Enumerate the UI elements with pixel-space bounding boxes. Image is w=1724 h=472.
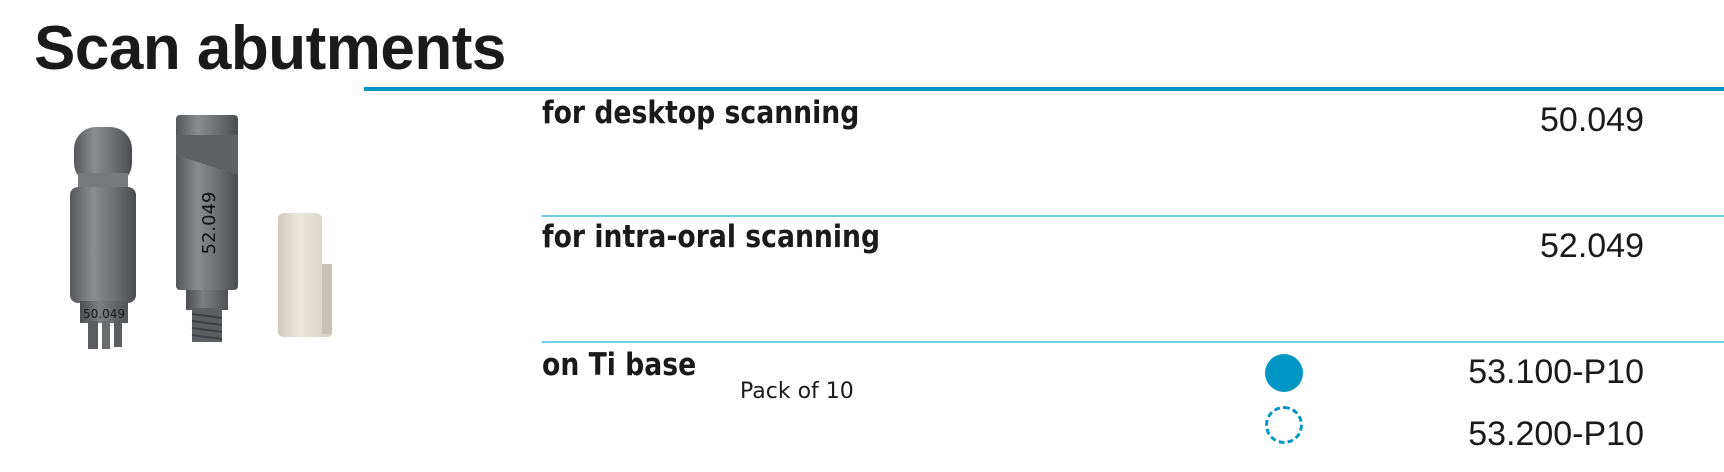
row-divider xyxy=(542,341,1724,343)
part-label-desktop: 50.049 xyxy=(83,307,125,321)
row-label-ti-base: on Ti base xyxy=(542,347,697,383)
article-number-desktop: 50.049 xyxy=(1540,101,1644,139)
article-number-ti-base-dashed: 53.200-P10 xyxy=(1468,415,1644,453)
scan-abutment-image: 50.049 52.049 xyxy=(70,115,332,349)
part-label-intraoral: 52.049 xyxy=(199,192,220,255)
article-number-ti-base-filled: 53.100-P10 xyxy=(1468,353,1644,391)
header-divider xyxy=(364,87,1724,91)
row-label-desktop-scanning: for desktop scanning xyxy=(542,95,860,131)
pack-size-note: Pack of 10 xyxy=(740,379,854,404)
dashed-circle-icon xyxy=(1265,406,1303,444)
ti-base-scan-cap xyxy=(278,213,332,337)
article-number-intra-oral: 52.049 xyxy=(1540,227,1644,265)
desktop-scan-abutment: 50.049 xyxy=(70,127,136,349)
row-label-intra-oral-scanning: for intra-oral scanning xyxy=(542,219,881,255)
row-divider xyxy=(542,215,1724,217)
intra-oral-scan-abutment: 52.049 xyxy=(176,115,238,342)
page-title: Scan abutments xyxy=(34,14,506,83)
filled-circle-icon xyxy=(1265,354,1303,392)
